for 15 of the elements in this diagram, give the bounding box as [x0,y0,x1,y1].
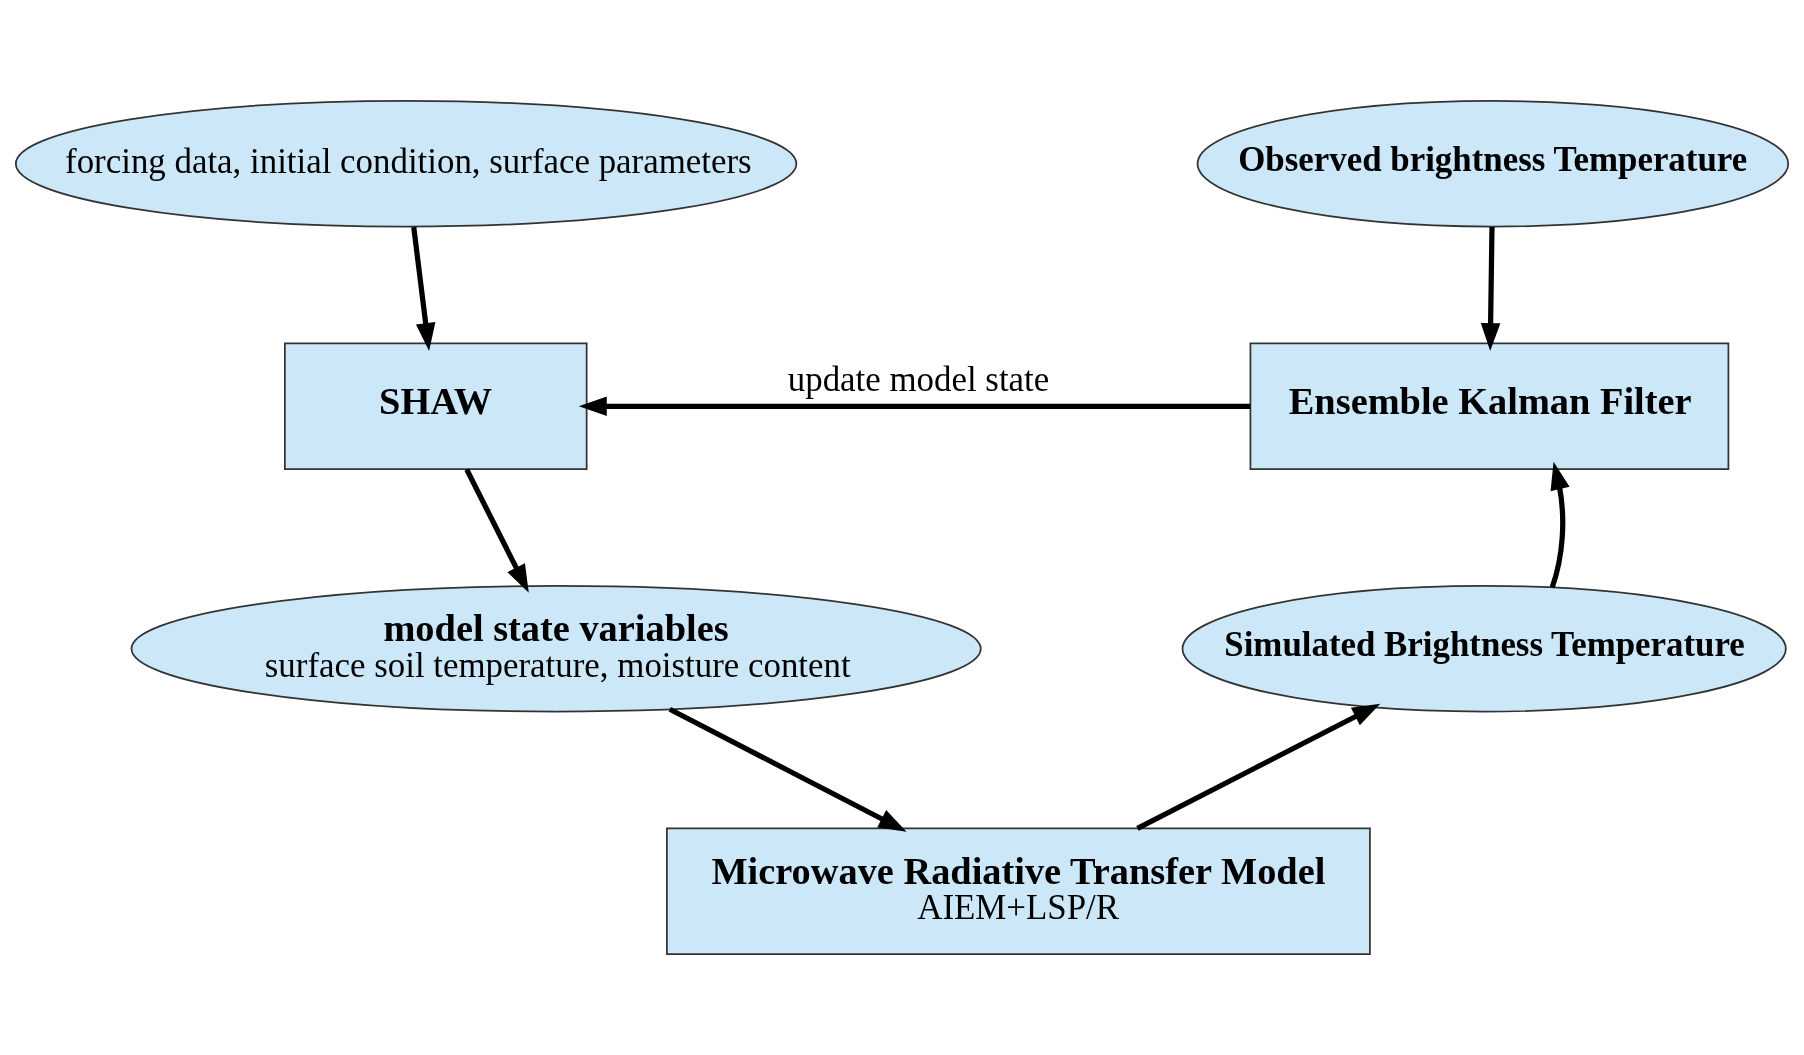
arrow [411,226,436,352]
node-ellipse: Simulated Brightness Temperature [1181,585,1787,713]
arrow [1549,461,1570,589]
arrow [668,706,907,832]
node-ellipse: forcing data, initial condition, surface parameters [14,100,798,228]
node-ellipse: Observed brightness Temperature [1196,100,1790,228]
edge-label: update model state [787,359,1050,399]
arrow [464,468,529,593]
node-box: Microwave Radiative Transfer Model AIEM+LSP/R [666,827,1371,955]
arrow [1480,227,1501,352]
node-box: SHAW [284,342,588,470]
node-box: Ensemble Kalman Filter [1249,342,1730,470]
arrow [1136,703,1381,831]
arrow [578,396,1251,417]
node-ellipse: model state variables surface soil temperature, moisture content [130,585,982,713]
